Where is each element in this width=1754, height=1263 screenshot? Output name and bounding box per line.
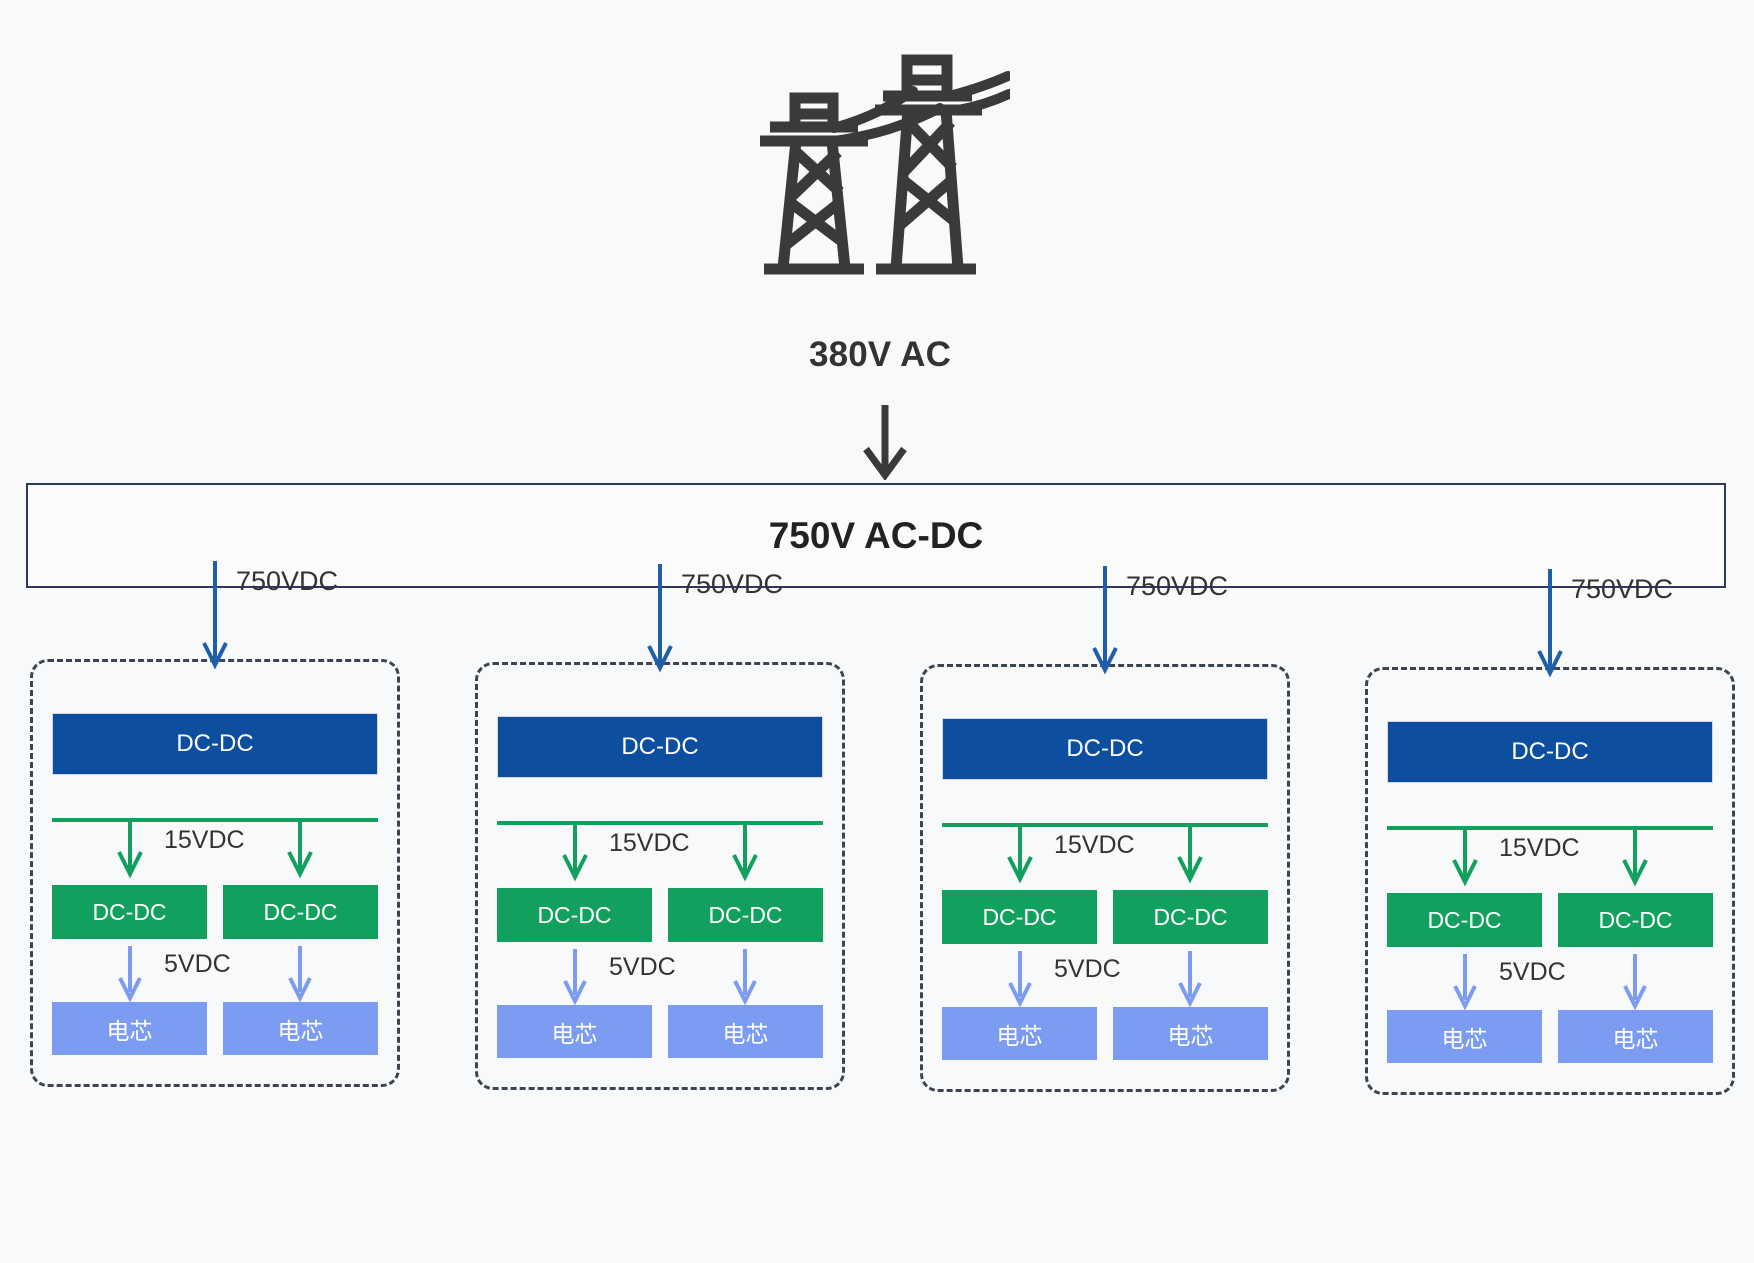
battery-cell-box-right[interactable]: 电芯	[223, 1002, 378, 1055]
stage2-dcdc-box-right[interactable]: DC-DC	[1113, 890, 1268, 944]
feed-voltage-label: 750VDC	[236, 566, 339, 596]
battery-cell-label: 电芯	[1167, 1022, 1214, 1049]
stage2-dcdc-box-left[interactable]: DC-DC	[942, 890, 1097, 944]
battery-cell-box-left[interactable]: 电芯	[52, 1002, 207, 1055]
stage1-output-bus-icon	[497, 821, 823, 883]
battery-cell-box-left[interactable]: 电芯	[942, 1007, 1097, 1060]
acdc-converter-label: 750V AC-DC	[768, 514, 984, 556]
cell-feed-arrow-left-icon	[1453, 954, 1477, 1011]
stage2-dcdc-label: DC-DC	[708, 901, 783, 928]
feed-arrow-icon	[1537, 569, 1563, 679]
rack-group-1[interactable]: 750VDC DC-DC 15VDC DC-DC DC-DC	[30, 561, 400, 1087]
cell-feed-arrow-right-icon	[1623, 954, 1647, 1011]
stage1-dcdc-box[interactable]: DC-DC	[942, 718, 1268, 780]
stage2-dcdc-box-left[interactable]: DC-DC	[497, 888, 652, 942]
feed-voltage-label: 750VDC	[681, 569, 784, 599]
cell-voltage-label: 5VDC	[1054, 955, 1121, 983]
feed-arrow-icon	[647, 564, 673, 674]
stage2-dcdc-label: DC-DC	[1598, 906, 1673, 933]
cell-voltage-label: 5VDC	[609, 953, 676, 981]
stage1-dcdc-label: DC-DC	[176, 730, 254, 757]
stage2-dcdc-box-right[interactable]: DC-DC	[1558, 893, 1713, 947]
stage1-output-bus-icon	[52, 818, 378, 880]
cell-feed-arrow-left-icon	[1008, 951, 1032, 1008]
battery-cell-label: 电芯	[996, 1022, 1043, 1049]
battery-cell-box-right[interactable]: 电芯	[1558, 1010, 1713, 1063]
rack-group-2[interactable]: 750VDC DC-DC 15VDC DC-DC DC-DC	[475, 564, 845, 1090]
cell-feed-arrow-left-icon	[118, 946, 142, 1003]
cell-voltage-label: 5VDC	[164, 950, 231, 978]
stage1-dcdc-box[interactable]: DC-DC	[52, 713, 378, 775]
cell-feed-arrow-right-icon	[1178, 951, 1202, 1008]
stage2-dcdc-box-right[interactable]: DC-DC	[668, 888, 823, 942]
battery-cell-box-right[interactable]: 电芯	[1113, 1007, 1268, 1060]
stage1-output-bus-icon	[1387, 826, 1713, 888]
source-to-acdc-arrow-icon	[855, 405, 915, 481]
battery-cell-box-right[interactable]: 电芯	[668, 1005, 823, 1058]
stage2-dcdc-label: DC-DC	[263, 898, 338, 925]
stage1-dcdc-label: DC-DC	[1066, 735, 1144, 762]
stage2-dcdc-label: DC-DC	[982, 903, 1057, 930]
cell-feed-arrow-left-icon	[563, 949, 587, 1006]
battery-cell-box-left[interactable]: 电芯	[497, 1005, 652, 1058]
feed-arrow-icon	[1092, 566, 1118, 676]
feed-voltage-label: 750VDC	[1126, 571, 1229, 601]
stage2-dcdc-label: DC-DC	[1427, 906, 1502, 933]
bus-voltage-label: 15VDC	[1499, 834, 1580, 862]
feed-voltage-label: 750VDC	[1571, 574, 1674, 604]
feed-arrow-icon	[202, 561, 228, 671]
stage1-dcdc-box[interactable]: DC-DC	[497, 716, 823, 778]
bus-voltage-label: 15VDC	[164, 826, 245, 854]
stage2-dcdc-box-left[interactable]: DC-DC	[52, 885, 207, 939]
stage1-dcdc-label: DC-DC	[1511, 738, 1589, 765]
stage2-dcdc-box-left[interactable]: DC-DC	[1387, 893, 1542, 947]
stage1-dcdc-label: DC-DC	[621, 733, 699, 760]
stage2-dcdc-label: DC-DC	[1153, 903, 1228, 930]
acdc-converter-box: 750V AC-DC	[26, 483, 1726, 588]
bus-voltage-label: 15VDC	[1054, 831, 1135, 859]
stage2-dcdc-box-right[interactable]: DC-DC	[223, 885, 378, 939]
battery-cell-label: 电芯	[1612, 1025, 1659, 1052]
battery-cell-label: 电芯	[551, 1020, 598, 1047]
rack-group-4[interactable]: 750VDC DC-DC 15VDC DC-DC DC-DC	[1365, 569, 1735, 1095]
battery-cell-label: 电芯	[277, 1017, 324, 1044]
battery-cell-label: 电芯	[722, 1020, 769, 1047]
power-transmission-tower-icon	[750, 40, 1010, 290]
cell-feed-arrow-right-icon	[288, 946, 312, 1003]
battery-cell-label: 电芯	[106, 1017, 153, 1044]
stage1-dcdc-box[interactable]: DC-DC	[1387, 721, 1713, 783]
battery-cell-box-left[interactable]: 电芯	[1387, 1010, 1542, 1063]
bus-voltage-label: 15VDC	[609, 829, 690, 857]
cell-feed-arrow-right-icon	[733, 949, 757, 1006]
rack-group-3[interactable]: 750VDC DC-DC 15VDC DC-DC DC-DC	[920, 566, 1290, 1092]
stage2-dcdc-label: DC-DC	[537, 901, 612, 928]
cell-voltage-label: 5VDC	[1499, 958, 1566, 986]
stage1-output-bus-icon	[942, 823, 1268, 885]
source-voltage-label: 380V AC	[808, 335, 952, 374]
battery-cell-label: 电芯	[1441, 1025, 1488, 1052]
stage2-dcdc-label: DC-DC	[92, 898, 167, 925]
